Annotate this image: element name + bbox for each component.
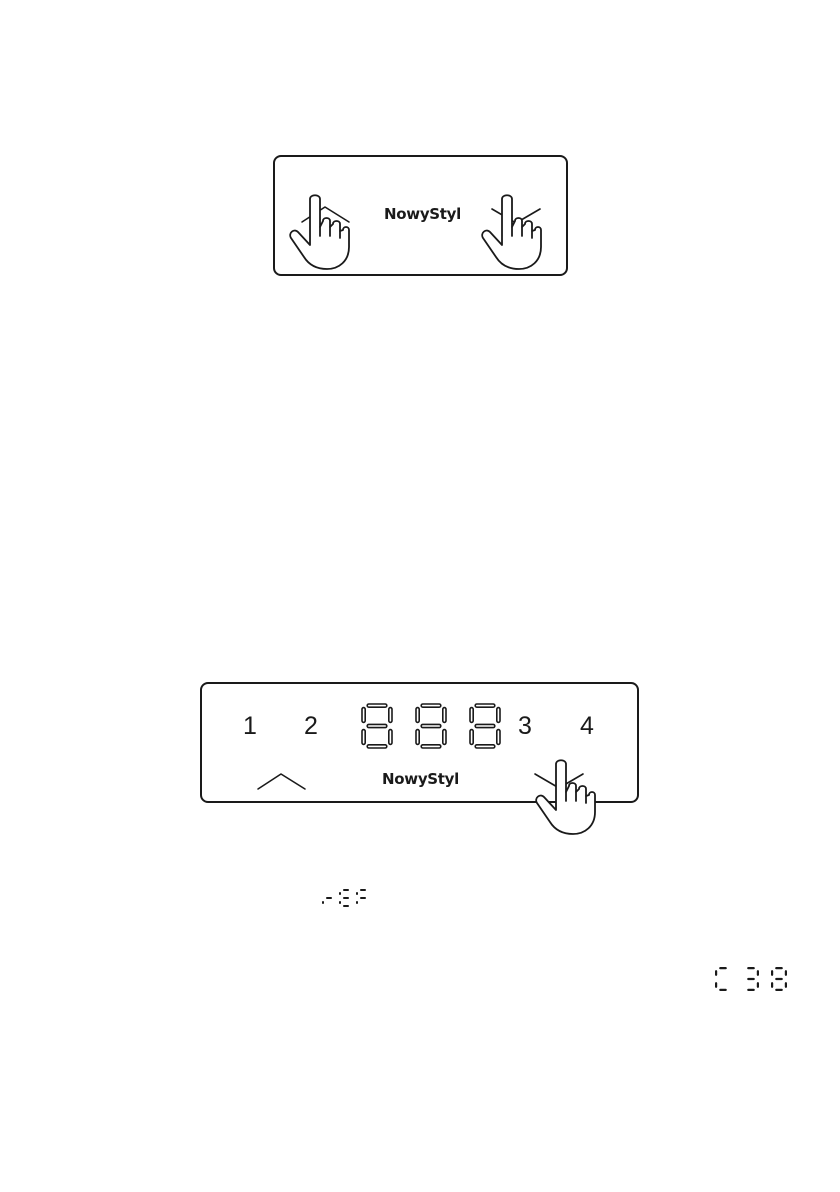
segment [715,970,717,976]
segment [339,892,341,895]
segment-digit [356,889,366,904]
brand-logo: NowyStyl [382,770,459,788]
segment [389,708,392,723]
segment [360,889,366,891]
memory-control-panel: 1 2 3 4 NowyStyl [200,682,639,803]
segment-digit [715,967,727,991]
segment [775,967,783,969]
segment [421,745,441,748]
segment [719,967,727,969]
segment [470,730,473,745]
segment [356,892,358,895]
segment [719,989,727,991]
segment [421,704,441,707]
segment [339,901,341,904]
segment-digit [322,897,332,904]
segment [389,730,392,745]
segment [475,704,495,707]
seven-segment-display [362,704,500,748]
segment [367,704,387,707]
segment-digit [470,704,500,748]
segment [356,901,358,904]
segment-digit [747,967,759,991]
segment [497,730,500,745]
calibration-code-readout [715,967,787,991]
segment [785,970,787,976]
pointing-hand-icon [290,195,349,269]
segment [785,982,787,988]
segment [757,982,759,988]
pointing-hand-icon [536,760,595,834]
segment-digit [416,704,446,748]
segment [421,724,441,727]
segment [362,708,365,723]
segment [367,745,387,748]
segment [322,901,324,904]
segment [343,897,349,899]
segment [443,730,446,745]
segment [497,708,500,723]
segment-digit [362,704,392,748]
segment [360,897,366,899]
segment [715,982,717,988]
pointing-hand-icon [482,195,541,269]
segment [775,989,783,991]
segment [475,745,495,748]
segment [416,730,419,745]
segment [775,978,783,980]
segment [443,708,446,723]
segment-digit [771,967,787,991]
segment [470,708,473,723]
segment [416,708,419,723]
segment [367,724,387,727]
ref-code-readout [322,889,366,907]
segment [771,970,773,976]
basic-control-panel: NowyStyl [273,155,568,276]
up-button[interactable] [258,774,305,789]
segment [362,730,365,745]
segment [343,905,349,907]
segment-digit [339,889,349,907]
segment [343,889,349,891]
segment [326,897,332,899]
segment [747,978,755,980]
segment [747,967,755,969]
segment [771,982,773,988]
segment [475,724,495,727]
brand-logo: NowyStyl [384,205,461,223]
segment [747,989,755,991]
segment [757,970,759,976]
